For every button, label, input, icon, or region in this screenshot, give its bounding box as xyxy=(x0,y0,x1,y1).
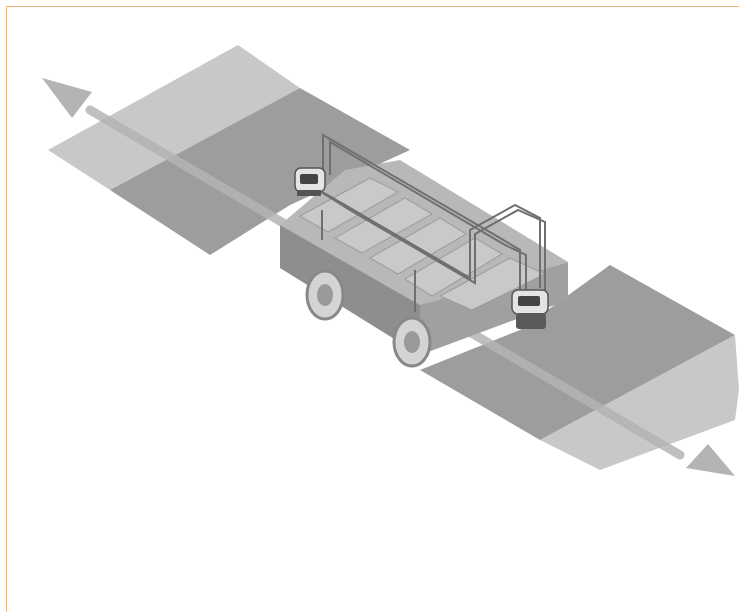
rear-scanner-window xyxy=(300,174,318,184)
arrowhead-rear xyxy=(42,78,92,118)
safety-laser-scanner-icon xyxy=(295,168,325,196)
arrowhead-front xyxy=(686,444,735,476)
front-scanner-base xyxy=(516,313,546,329)
front-scanner-window xyxy=(518,296,540,306)
wheel-front xyxy=(394,318,430,366)
wheel-rear xyxy=(307,271,343,319)
rear-scanner-base xyxy=(297,190,321,196)
safety-laser-scanner-front-icon xyxy=(512,290,548,329)
